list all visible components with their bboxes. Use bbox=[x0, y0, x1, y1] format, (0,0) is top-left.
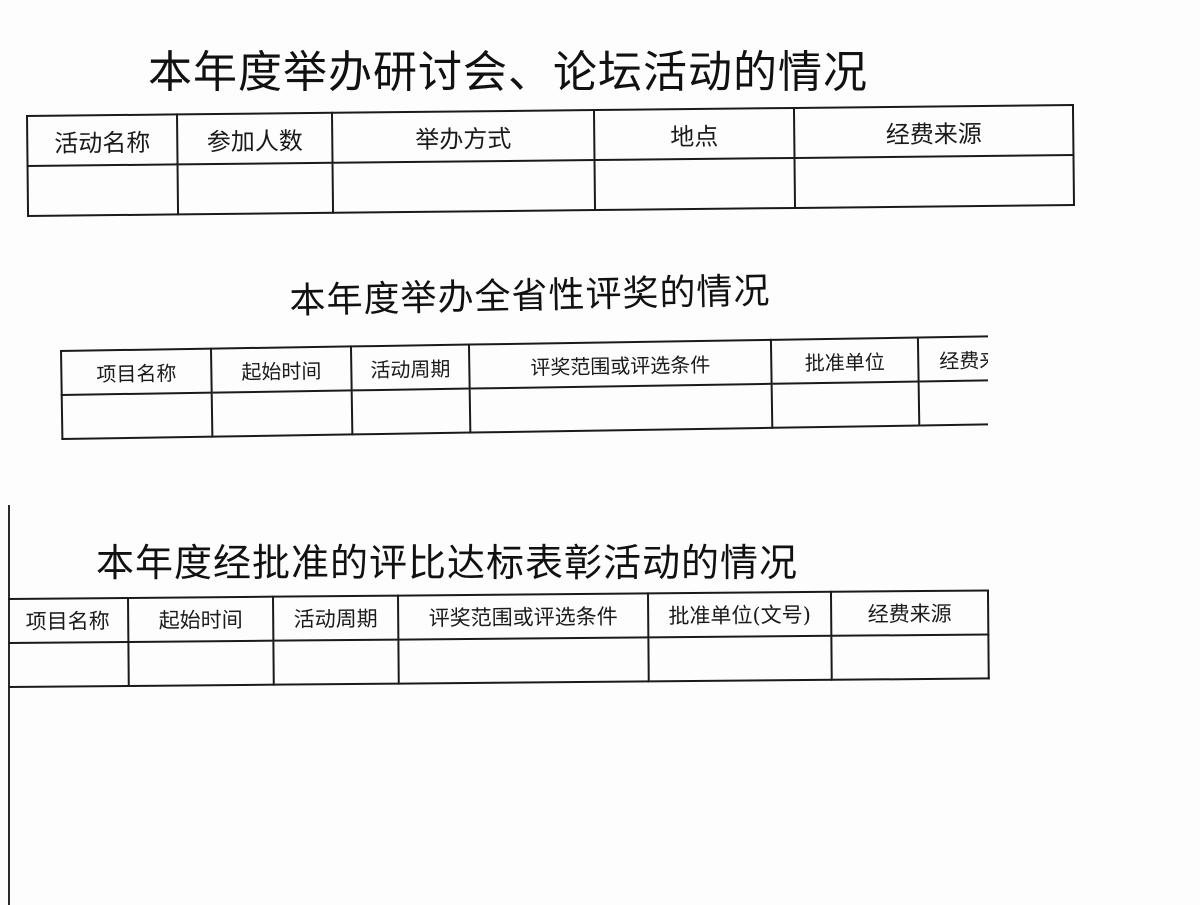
header-approval-unit-doc-no: 批准单位(文号) bbox=[647, 591, 832, 638]
header-award-scope: 评奖范围或评选条件 bbox=[468, 339, 772, 389]
table-cell[interactable] bbox=[918, 379, 988, 426]
header-activity-cycle: 活动周期 bbox=[272, 595, 399, 641]
header-start-time: 起始时间 bbox=[128, 596, 274, 642]
header-project-name: 项目名称 bbox=[8, 597, 129, 643]
table-cell[interactable] bbox=[831, 634, 989, 680]
table-cell[interactable] bbox=[351, 388, 471, 435]
table-cell[interactable] bbox=[398, 637, 649, 684]
header-award-scope: 评奖范围或评选条件 bbox=[397, 593, 649, 640]
table-row bbox=[8, 634, 989, 687]
approved-commendations-table: 项目名称 起始时间 活动周期 评奖范围或评选条件 批准单位(文号) 经费来源 bbox=[8, 589, 990, 688]
table-cell[interactable] bbox=[8, 641, 129, 687]
table-cell[interactable] bbox=[771, 381, 920, 428]
table-cell[interactable] bbox=[61, 392, 213, 439]
header-activity-cycle: 活动周期 bbox=[350, 344, 470, 391]
section-title-approved-commendations: 本年度经批准的评比达标表彰活动的情况 bbox=[96, 541, 799, 585]
page-edge-line bbox=[8, 505, 10, 905]
section-title-seminars: 本年度举办研讨会、论坛活动的情况 bbox=[148, 47, 868, 98]
table-cell[interactable] bbox=[211, 390, 353, 437]
table-cell[interactable] bbox=[648, 635, 832, 682]
header-project-name: 项目名称 bbox=[61, 348, 212, 395]
provincial-awards-table: 项目名称 起始时间 活动周期 评奖范围或评选条件 批准单位 经费来 bbox=[60, 334, 988, 440]
header-funding-source: 经费来源 bbox=[830, 590, 989, 636]
table-cell[interactable] bbox=[273, 639, 399, 685]
table-cell[interactable] bbox=[128, 640, 274, 686]
table-cell[interactable] bbox=[469, 383, 773, 433]
header-start-time: 起始时间 bbox=[210, 346, 352, 393]
header-funding-source: 经费来 bbox=[917, 335, 988, 382]
header-approval-unit: 批准单位 bbox=[770, 337, 919, 384]
awards-table-clip: 项目名称 起始时间 活动周期 评奖范围或评选条件 批准单位 经费来 bbox=[60, 334, 988, 440]
